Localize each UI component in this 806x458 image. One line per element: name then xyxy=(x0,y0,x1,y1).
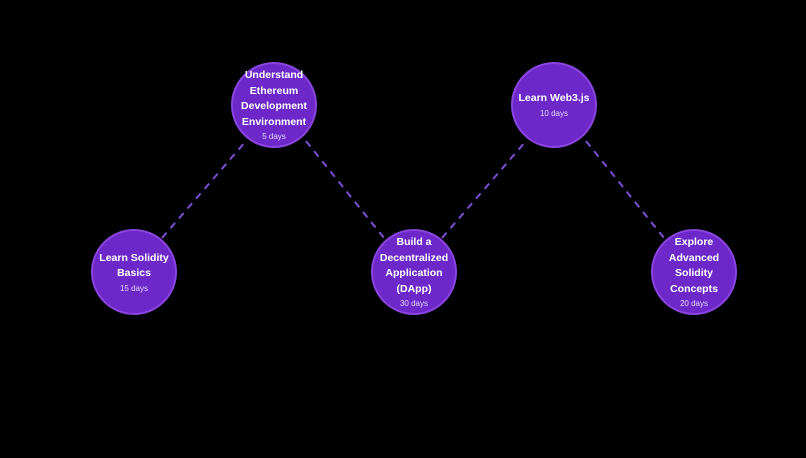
connector-line-3 xyxy=(441,140,527,239)
step-duration: 20 days xyxy=(679,299,709,308)
step-title: Understand Ethereum Development Environm… xyxy=(241,69,307,128)
step-title: Build a Decentralized Application (DApp) xyxy=(379,236,449,295)
step-title: Explore Advanced Solidity Concepts xyxy=(668,236,720,295)
step-duration: 15 days xyxy=(119,283,149,293)
step-title: Learn Web3.js xyxy=(518,92,590,105)
step-node-learn-web3js: Learn Web3.js 10 days xyxy=(511,62,597,148)
step-duration: 30 days xyxy=(399,299,429,308)
step-node-explore-advanced-solidity: Explore Advanced Solidity Concepts 20 da… xyxy=(651,229,737,315)
connector-line-2 xyxy=(305,140,385,239)
step-node-build-dapp: Build a Decentralized Application (DApp)… xyxy=(371,229,457,315)
connector-line-1 xyxy=(161,140,247,239)
step-duration: 10 days xyxy=(539,108,569,118)
step-duration: 5 days xyxy=(262,132,286,141)
connector-line-4 xyxy=(585,140,665,239)
step-node-understand-ethereum-environment: Understand Ethereum Development Environm… xyxy=(231,62,317,148)
step-title: Learn Solidity Basics xyxy=(99,251,169,280)
step-node-learn-solidity-basics: Learn Solidity Basics 15 days xyxy=(91,229,177,315)
